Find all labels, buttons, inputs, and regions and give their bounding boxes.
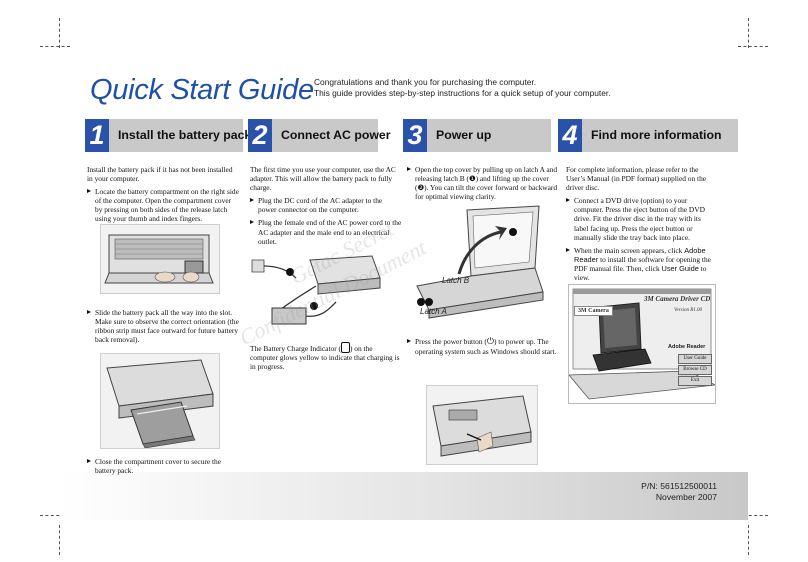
text: to install the software for opening the …: [574, 254, 711, 273]
intro-line: This guide provides step-by-step instruc…: [314, 88, 611, 98]
column-power-up-2: Press the power button (⏻) to power up. …: [407, 337, 559, 360]
column-ac-power-2: The Battery Charge Indicator () on the c…: [250, 342, 402, 375]
cd-browse-button[interactable]: Browse CD: [678, 365, 712, 375]
step-number: 4: [558, 119, 582, 152]
crop-mark: [40, 515, 70, 516]
step-header-2: 2 Connect AC power: [248, 119, 391, 152]
paragraph: The Battery Charge Indicator () on the c…: [250, 342, 402, 371]
battery-compartment-illustration: [100, 224, 220, 294]
bullet: Plug the DC cord of the AC adapter to th…: [250, 196, 402, 214]
text: ) to power up. The operating system such…: [415, 337, 557, 357]
bullet: Plug the female end of the AC power cord…: [250, 218, 402, 246]
column-battery: Install the battery pack if it has not b…: [87, 165, 239, 228]
latch-b-label: Latch B: [442, 276, 470, 285]
crop-mark: [40, 46, 70, 47]
part-number-block: P/N: 561512500011 November 2007: [641, 481, 717, 503]
power-button-icon: ⏻: [486, 337, 494, 347]
step-title: Install the battery pack: [118, 128, 252, 142]
step-number: 1: [85, 119, 109, 152]
bullet: Slide the battery pack all the way into …: [87, 308, 239, 344]
open-cover-illustration: [409, 202, 549, 322]
crop-mark: [738, 515, 768, 516]
crop-mark: [738, 46, 768, 47]
cd-screen-illustration: [568, 284, 716, 404]
intro-text: Congratulations and thank you for purcha…: [314, 77, 734, 99]
column-more-info: For complete information, please refer t…: [566, 165, 716, 286]
step-header-4: 4 Find more information: [558, 119, 738, 152]
battery-indicator-icon: [340, 342, 350, 353]
cd-version: Version R1.00: [674, 308, 703, 313]
bullet: Locate the battery compartment on the ri…: [87, 187, 239, 223]
paragraph: Install the battery pack if it has not b…: [87, 165, 233, 184]
step-title: Find more information: [591, 128, 722, 142]
cd-title: 3M Camera Driver CD: [644, 295, 711, 303]
intro-line: Congratulations and thank you for purcha…: [314, 77, 537, 87]
text: Press the power button (: [415, 337, 487, 346]
text: ) on the computer glows yellow to indica…: [250, 344, 400, 372]
crop-mark: [59, 525, 60, 555]
step-number: 3: [403, 119, 427, 152]
text: to view.: [574, 263, 707, 283]
column-battery-2: Slide the battery pack all the way into …: [87, 308, 239, 348]
footer-band: [60, 472, 748, 520]
bullet: When the main screen appears, click Adob…: [566, 246, 716, 282]
step-header-1: 1 Install the battery pack: [85, 119, 251, 152]
ac-adapter-illustration: [250, 248, 382, 336]
page-title: Quick Start Guide: [90, 74, 314, 106]
step-title: Power up: [436, 128, 492, 142]
cd-adobe-label: Adobe Reader: [668, 344, 706, 350]
column-ac-power: The first time you use your computer, us…: [250, 165, 402, 250]
bullet: Close the compartment cover to secure th…: [87, 457, 239, 475]
power-button-illustration: [426, 385, 538, 465]
latch-a-label: Latch A: [420, 307, 447, 316]
adobe-reader-link: Adobe Reader: [574, 245, 706, 264]
crop-mark: [748, 525, 749, 555]
step-title: Connect AC power: [281, 128, 391, 142]
quick-start-sheet: Quick Start Guide Congratulations and th…: [60, 62, 748, 520]
user-guide-link: User Guide: [661, 263, 699, 273]
date: November 2007: [655, 492, 717, 502]
step-number: 2: [248, 119, 272, 152]
crop-mark: [748, 18, 749, 48]
cd-user-guide-button[interactable]: User Guide: [678, 354, 712, 364]
cd-camera-label: 3M Camera: [574, 306, 613, 316]
battery-insert-illustration: [100, 353, 220, 449]
bullet: Open the top cover by pulling up on latc…: [407, 165, 559, 201]
paragraph: The first time you use your computer, us…: [250, 165, 396, 193]
column-power-up: Open the top cover by pulling up on latc…: [407, 165, 559, 205]
bullet: Press the power button (⏻) to power up. …: [407, 337, 559, 356]
step-header-3: 3 Power up: [403, 119, 551, 152]
column-battery-3: Close the compartment cover to secure th…: [87, 457, 239, 479]
paragraph: For complete information, please refer t…: [566, 165, 707, 193]
text: When the main screen appears, click: [574, 245, 685, 255]
part-number: P/N: 561512500011: [641, 481, 717, 491]
text: The Battery Charge Indicator (: [250, 344, 341, 353]
cd-exit-button[interactable]: Exit: [678, 376, 712, 386]
bullet: Connect a DVD drive (option) to your com…: [566, 196, 716, 242]
crop-mark: [59, 18, 60, 48]
